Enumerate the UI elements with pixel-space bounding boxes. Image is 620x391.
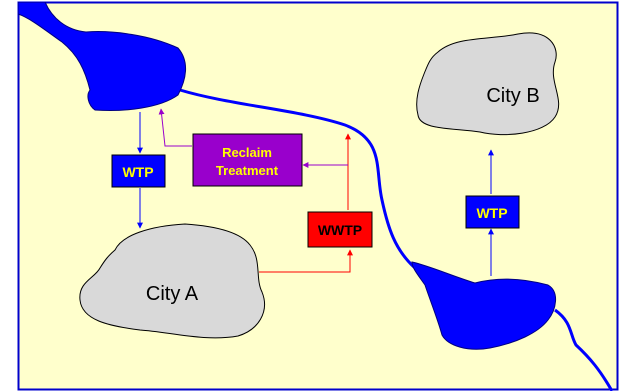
wtp-left-label: WTP [122, 164, 153, 180]
city-a-to-wwtp-arrow [259, 249, 353, 273]
city-a-shape [79, 223, 266, 339]
river [179, 88, 614, 391]
city-b-label: City B [486, 85, 539, 107]
reclaim-label-line2: Treatment [216, 163, 279, 178]
city-a-label: City A [146, 283, 199, 305]
wwtp-box [307, 211, 373, 248]
reclaim-label-line1: Reclaim [222, 145, 272, 160]
wtp-left-box [111, 154, 166, 188]
upper-lake [18, 2, 186, 111]
reclaim-treatment-box [192, 133, 303, 187]
city-b-shape [416, 32, 560, 136]
wwtp-label: WWTP [318, 222, 362, 238]
wtp-right-label: WTP [476, 205, 507, 221]
lower-lake [411, 261, 556, 350]
reclaim-to-lake-arrow [158, 108, 192, 147]
wtp-right-box [465, 195, 520, 229]
